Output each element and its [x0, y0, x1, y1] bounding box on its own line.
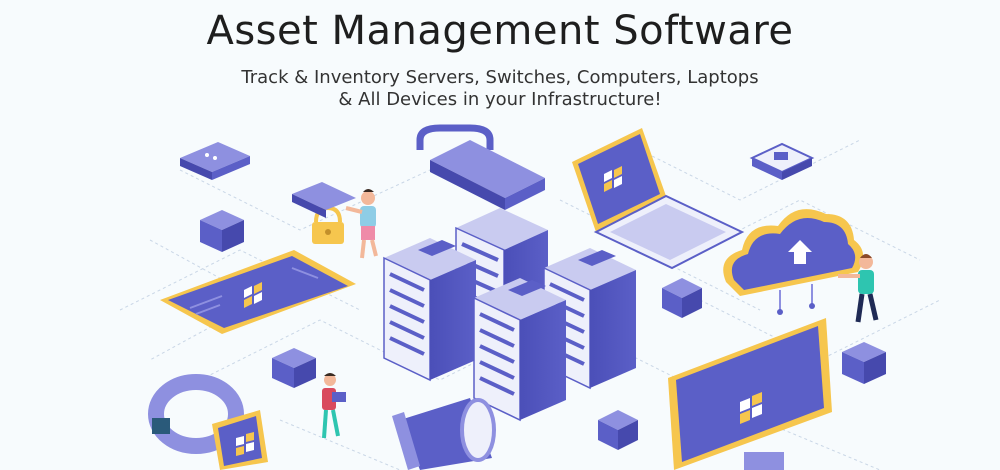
- monitor-icon: [668, 318, 832, 470]
- person-icon: [322, 373, 346, 439]
- subtitle-line-1: Track & Inventory Servers, Switches, Com…: [241, 67, 759, 88]
- box-icon: [662, 278, 702, 318]
- person-icon: [838, 254, 879, 323]
- box-icon: [598, 410, 638, 450]
- laptop-icon: [572, 128, 745, 270]
- padlock-icon: [416, 124, 545, 210]
- cloud-upload-icon: [723, 209, 864, 315]
- tablet-icon: [160, 250, 356, 334]
- box-icon: [272, 348, 316, 388]
- page-title: Asset Management Software: [206, 8, 794, 54]
- megaphone-icon: [392, 398, 496, 470]
- page-subtitle: Track & Inventory Servers, Switches, Com…: [0, 67, 1000, 111]
- router-icon: [292, 182, 356, 218]
- box-icon: [842, 342, 886, 384]
- router-icon: [180, 142, 250, 180]
- subtitle-line-2: & All Devices in your Infrastructure!: [338, 89, 662, 110]
- smartwatch-icon: [148, 374, 268, 470]
- server-rack-icon: [383, 238, 476, 382]
- switch-icon: [749, 142, 815, 180]
- box-icon: [200, 210, 244, 252]
- person-icon: [345, 189, 378, 259]
- server-rack-icon: [473, 278, 566, 422]
